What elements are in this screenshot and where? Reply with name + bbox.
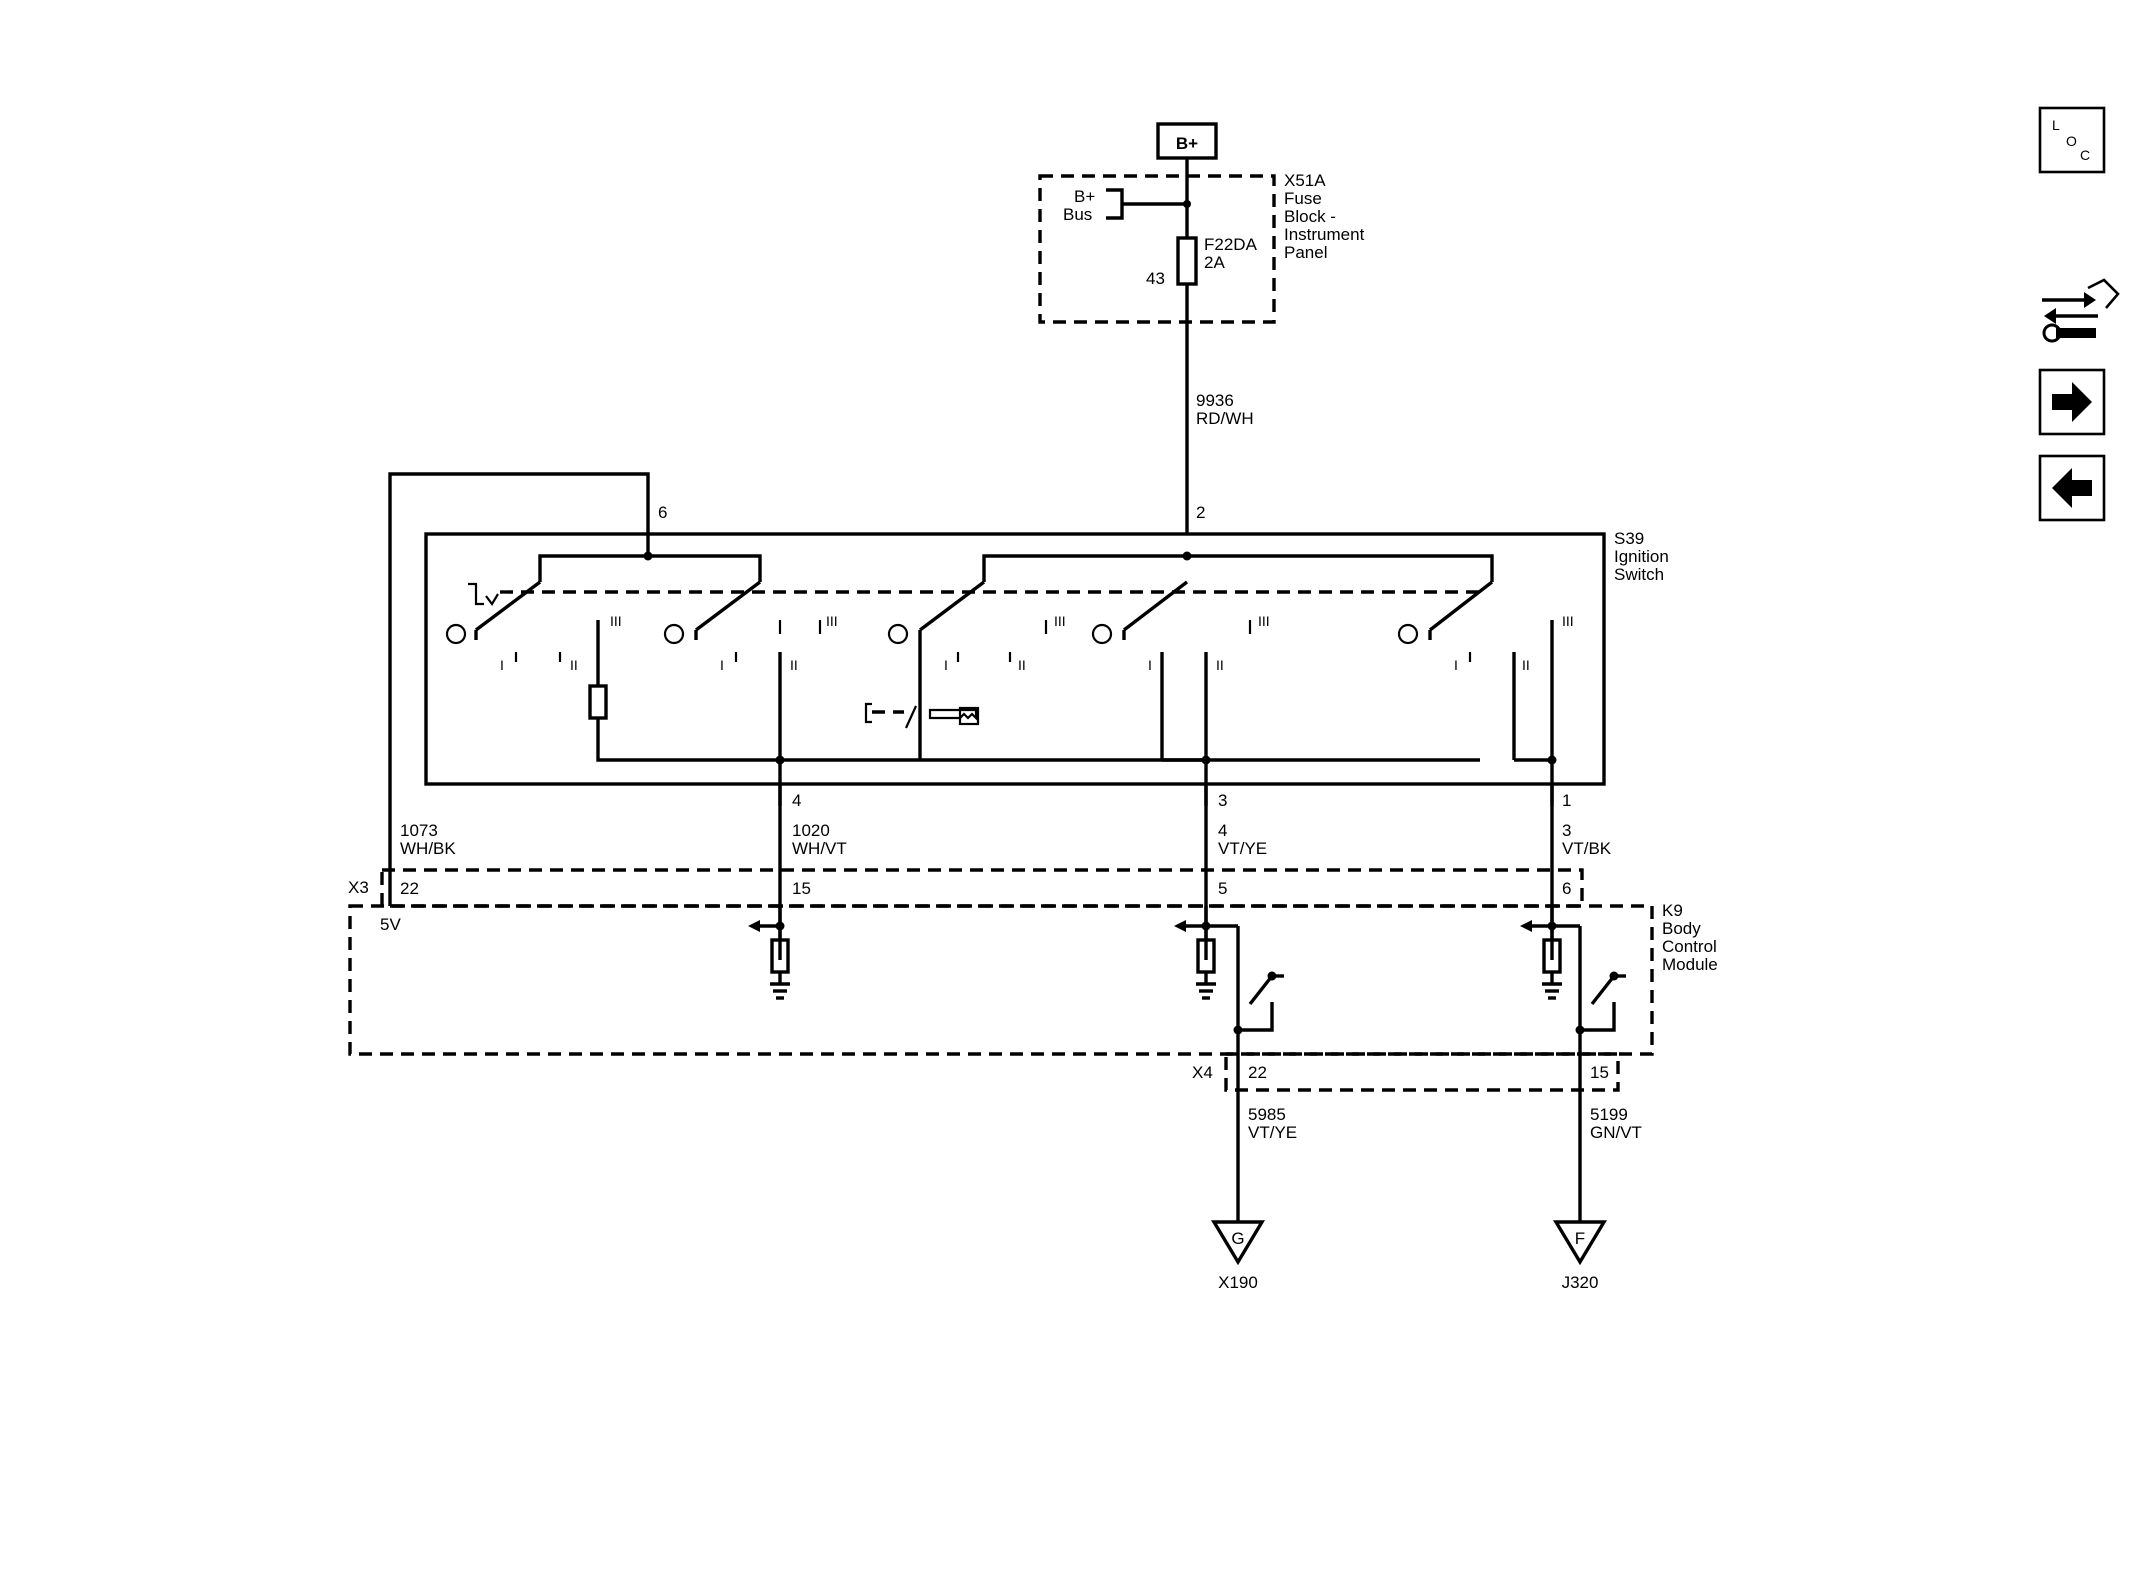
terminal-g-x190[interactable]: G X190 — [1210, 1220, 1266, 1292]
svg-text:C: C — [2080, 147, 2090, 163]
svg-text:II: II — [1522, 657, 1530, 673]
svg-text:I: I — [1148, 657, 1152, 673]
svg-text:1: 1 — [1562, 791, 1571, 810]
svg-text:I: I — [720, 657, 724, 673]
svg-text:I: I — [500, 657, 504, 673]
svg-text:5199: 5199 — [1590, 1105, 1628, 1124]
wire-9936-label: 9936 RD/WH — [1196, 391, 1254, 428]
svg-text:B+: B+ — [1176, 134, 1198, 153]
svg-text:VT/BK: VT/BK — [1562, 839, 1612, 858]
svg-text:III: III — [826, 613, 838, 629]
wire-5985-label: 5985 VT/YE — [1248, 1105, 1297, 1142]
svg-text:1073: 1073 — [400, 821, 438, 840]
svg-text:F: F — [1575, 1229, 1585, 1248]
svg-text:WH/VT: WH/VT — [792, 839, 847, 858]
wire-1020-label: 1020 WH/VT — [792, 821, 847, 858]
svg-text:3: 3 — [1218, 791, 1227, 810]
svg-text:22: 22 — [1248, 1063, 1267, 1082]
svg-text:GN/VT: GN/VT — [1590, 1123, 1642, 1142]
arrow-right-icon[interactable] — [2038, 368, 2106, 436]
svg-text:9936: 9936 — [1196, 391, 1234, 410]
wire-vtbk-label: 3 VT/BK — [1562, 821, 1612, 858]
bplus-bus: B+ Bus — [1063, 187, 1187, 224]
svg-text:X190: X190 — [1218, 1273, 1258, 1292]
fuse-f22da: F22DA 2A 43 — [1146, 235, 1258, 288]
ignition-lock-icon — [468, 582, 499, 606]
svg-text:II: II — [790, 657, 798, 673]
svg-text:VT/YE: VT/YE — [1218, 839, 1267, 858]
svg-text:I: I — [944, 657, 948, 673]
svg-text:III: III — [1258, 613, 1270, 629]
fuse-block-outline — [1038, 174, 1276, 324]
svg-text:5985: 5985 — [1248, 1105, 1286, 1124]
svg-text:6: 6 — [658, 503, 667, 522]
bcm-input-vtye — [1174, 906, 1284, 1090]
svg-text:II: II — [1216, 657, 1224, 673]
svg-text:L: L — [2052, 117, 2060, 133]
svg-text:6: 6 — [1562, 879, 1571, 898]
component-view-icon[interactable] — [2042, 278, 2120, 343]
svg-text:4: 4 — [792, 791, 801, 810]
svg-text:III: III — [610, 613, 622, 629]
loc-button[interactable]: L O C — [2038, 106, 2106, 174]
connector-x3 — [380, 868, 1584, 908]
ignition-switch-outline — [424, 532, 1606, 786]
svg-text:VT/YE: VT/YE — [1248, 1123, 1297, 1142]
svg-text:2A: 2A — [1204, 253, 1225, 272]
wire-vtye-label: 4 VT/YE — [1218, 821, 1267, 858]
svg-text:WH/BK: WH/BK — [400, 839, 456, 858]
connector-x4 — [1224, 1052, 1620, 1092]
bcm-input-1020 — [748, 906, 790, 1000]
svg-text:X4: X4 — [1192, 1063, 1213, 1082]
svg-text:G: G — [1231, 1229, 1244, 1248]
svg-text:15: 15 — [792, 879, 811, 898]
svg-text:4: 4 — [1218, 821, 1227, 840]
svg-text:III: III — [1562, 613, 1574, 629]
svg-text:RD/WH: RD/WH — [1196, 409, 1254, 428]
wire-1073-label: 1073 WH/BK — [400, 821, 456, 858]
svg-text:2: 2 — [1196, 503, 1205, 522]
svg-text:X3: X3 — [348, 878, 369, 897]
svg-text:Bus: Bus — [1063, 205, 1092, 224]
svg-text:3: 3 — [1562, 821, 1571, 840]
svg-text:B+: B+ — [1074, 187, 1095, 206]
key-icon — [864, 702, 980, 729]
terminal-f-j320[interactable]: F J320 — [1552, 1220, 1608, 1292]
svg-text:II: II — [570, 657, 578, 673]
svg-text:43: 43 — [1146, 269, 1165, 288]
svg-text:5V: 5V — [380, 915, 401, 934]
svg-text:J320: J320 — [1562, 1273, 1599, 1292]
wire-5199-label: 5199 GN/VT — [1590, 1105, 1642, 1142]
arrow-left-icon[interactable] — [2038, 454, 2106, 522]
svg-text:O: O — [2066, 133, 2077, 149]
svg-text:III: III — [1054, 613, 1066, 629]
svg-text:I: I — [1454, 657, 1458, 673]
body-control-module-outline — [348, 904, 1654, 1056]
svg-text:1020: 1020 — [792, 821, 830, 840]
bcm-input-vtbk — [1520, 906, 1626, 1090]
svg-text:15: 15 — [1590, 1063, 1609, 1082]
svg-text:F22DA: F22DA — [1204, 235, 1258, 254]
svg-text:II: II — [1018, 657, 1026, 673]
battery-source: B+ — [1156, 122, 1218, 160]
svg-text:5: 5 — [1218, 879, 1227, 898]
svg-text:22: 22 — [400, 879, 419, 898]
